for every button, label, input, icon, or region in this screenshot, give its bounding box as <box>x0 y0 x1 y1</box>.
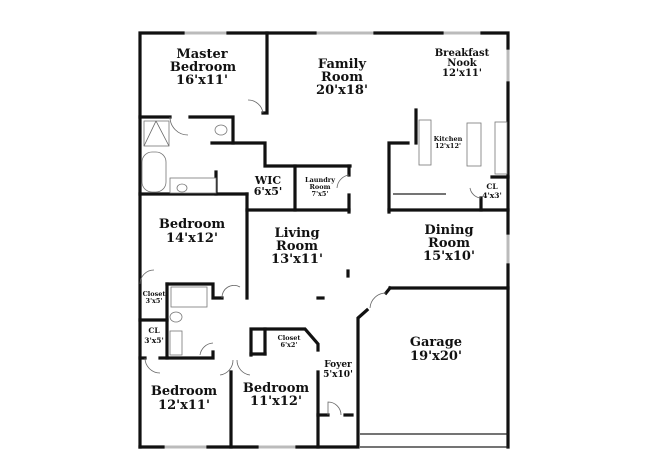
room-name: Room <box>276 239 318 254</box>
room-size: 16'x11' <box>176 73 228 88</box>
room-name: CL <box>486 182 498 191</box>
bedroom-12-label: Bedroom 12'x11' <box>151 384 218 413</box>
room-name: Closet <box>278 334 301 342</box>
room-size: 12'x12' <box>435 142 461 150</box>
room-name: Master <box>176 47 227 62</box>
room-name: Room <box>310 183 331 191</box>
room-name: Bedroom <box>151 384 218 399</box>
room-name: Room <box>321 70 363 85</box>
room-size: 5'x10' <box>323 370 353 380</box>
room-name: Dining <box>424 223 473 238</box>
room-name: Bedroom <box>170 60 237 75</box>
foyer-label: Foyer 5'x10' <box>323 360 353 380</box>
cl-left-label: CL 3'x5' <box>144 326 164 345</box>
kitchen-label: Kitchen 12'x12' <box>434 135 463 150</box>
room-name: Kitchen <box>434 135 463 143</box>
room-name: CL <box>148 326 160 335</box>
bedroom-14-label: Bedroom 14'x12' <box>159 217 226 246</box>
room-labels: Master Bedroom 16'x11' Family Room 20'x1… <box>143 47 502 413</box>
room-name: Living <box>274 226 319 241</box>
room-size: 12'x11' <box>158 398 210 413</box>
room-size: 4'x3' <box>482 191 502 200</box>
bedroom-11-label: Bedroom 11'x12' <box>243 381 310 409</box>
room-size: 19'x20' <box>410 349 462 364</box>
wic-label: WIC 6'x5' <box>254 174 283 198</box>
room-name: Nook <box>447 58 477 69</box>
living-room-label: Living Room 13'x11' <box>271 226 323 267</box>
fixtures <box>139 99 508 416</box>
room-name: Foyer <box>324 360 352 370</box>
room-name: Family <box>318 57 367 72</box>
room-name: WIC <box>254 174 281 187</box>
room-size: 13'x11' <box>271 252 323 267</box>
room-size: 6'x5' <box>254 185 283 198</box>
room-size: 11'x12' <box>250 394 302 409</box>
walls <box>138 31 510 449</box>
room-size: 12'x11' <box>442 68 482 79</box>
room-size: 7'x5' <box>312 190 329 198</box>
closet-left-label: Closet 3'x5' <box>143 290 166 305</box>
room-name: Room <box>428 236 470 251</box>
room-size: 15'x10' <box>423 249 475 264</box>
room-name: Laundry <box>305 176 335 184</box>
closet-bedroom-label: Closet 6'x2' <box>278 334 301 349</box>
room-size: 6'x2' <box>281 341 298 349</box>
dining-room-label: Dining Room 15'x10' <box>423 223 475 264</box>
laundry-room-label: Laundry Room 7'x5' <box>305 176 335 198</box>
room-name: Bedroom <box>159 217 226 232</box>
room-size: 20'x18' <box>316 83 368 98</box>
breakfast-nook-label: Breakfast Nook 12'x11' <box>435 48 490 79</box>
family-room-label: Family Room 20'x18' <box>316 57 368 98</box>
master-bedroom-label: Master Bedroom 16'x11' <box>170 47 237 88</box>
cl-kitchen-label: CL 4'x3' <box>482 182 502 200</box>
garage-label: Garage 19'x20' <box>410 335 462 364</box>
room-size: 3'x5' <box>144 336 164 345</box>
room-name: Garage <box>410 335 462 350</box>
room-size: 3'x5' <box>146 297 163 305</box>
room-name: Bedroom <box>243 381 310 396</box>
room-size: 14'x12' <box>166 231 218 246</box>
room-name: Closet <box>143 290 166 298</box>
room-name: Breakfast <box>435 48 490 59</box>
